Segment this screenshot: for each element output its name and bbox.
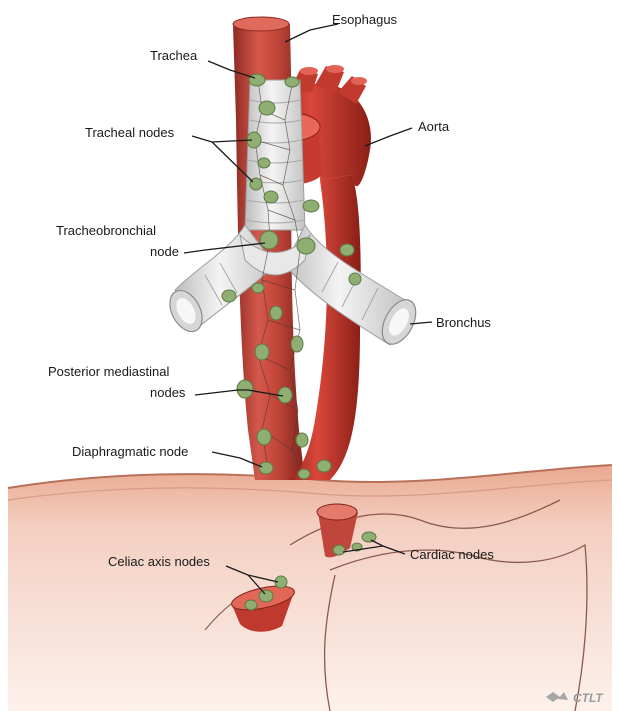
- label-tracheobronchial-line2: node: [150, 244, 179, 259]
- lymph-node: [362, 532, 376, 542]
- lymph-node: [257, 429, 271, 445]
- lymph-node: [296, 433, 308, 447]
- leader-esophagus: [285, 24, 338, 42]
- lymph-node: [340, 244, 354, 256]
- watermark-text: CTLT: [573, 691, 604, 705]
- leader-posterior: [195, 390, 238, 395]
- lymph-node: [245, 600, 257, 610]
- label-aorta: Aorta: [418, 119, 450, 134]
- lymph-node: [222, 290, 236, 302]
- leader-aorta: [365, 128, 412, 146]
- label-tracheobronchial-line1: Tracheobronchial: [56, 223, 156, 238]
- lymph-node: [285, 77, 299, 87]
- lymph-node: [255, 344, 269, 360]
- label-esophagus: Esophagus: [332, 12, 398, 27]
- lymph-node: [303, 200, 319, 212]
- lymph-node: [317, 460, 331, 472]
- label-posterior-line1: Posterior mediastinal: [48, 364, 169, 379]
- trachea: [245, 80, 305, 230]
- lymph-node: [249, 74, 265, 86]
- label-posterior-line2: nodes: [150, 385, 186, 400]
- lymph-node: [297, 238, 315, 254]
- label-tracheal-nodes: Tracheal nodes: [85, 125, 175, 140]
- lymph-node: [260, 231, 278, 249]
- lymph-node: [252, 283, 264, 293]
- label-celiac: Celiac axis nodes: [108, 554, 210, 569]
- lymph-node: [237, 380, 253, 398]
- lymph-node: [298, 469, 310, 479]
- lymph-node: [333, 545, 345, 555]
- diaphragm: [8, 465, 612, 711]
- lymph-node: [259, 590, 273, 602]
- lymph-node: [349, 273, 361, 285]
- label-cardiac: Cardiac nodes: [410, 547, 494, 562]
- label-diaphragmatic: Diaphragmatic node: [72, 444, 188, 459]
- lymph-node: [259, 462, 273, 474]
- lymph-node: [250, 178, 262, 190]
- label-trachea: Trachea: [150, 48, 198, 63]
- lymph-node: [259, 101, 275, 115]
- lymph-node: [258, 158, 270, 168]
- lymph-node: [270, 306, 282, 320]
- lymph-node: [291, 336, 303, 352]
- lymph-node: [264, 191, 278, 203]
- label-bronchus: Bronchus: [436, 315, 491, 330]
